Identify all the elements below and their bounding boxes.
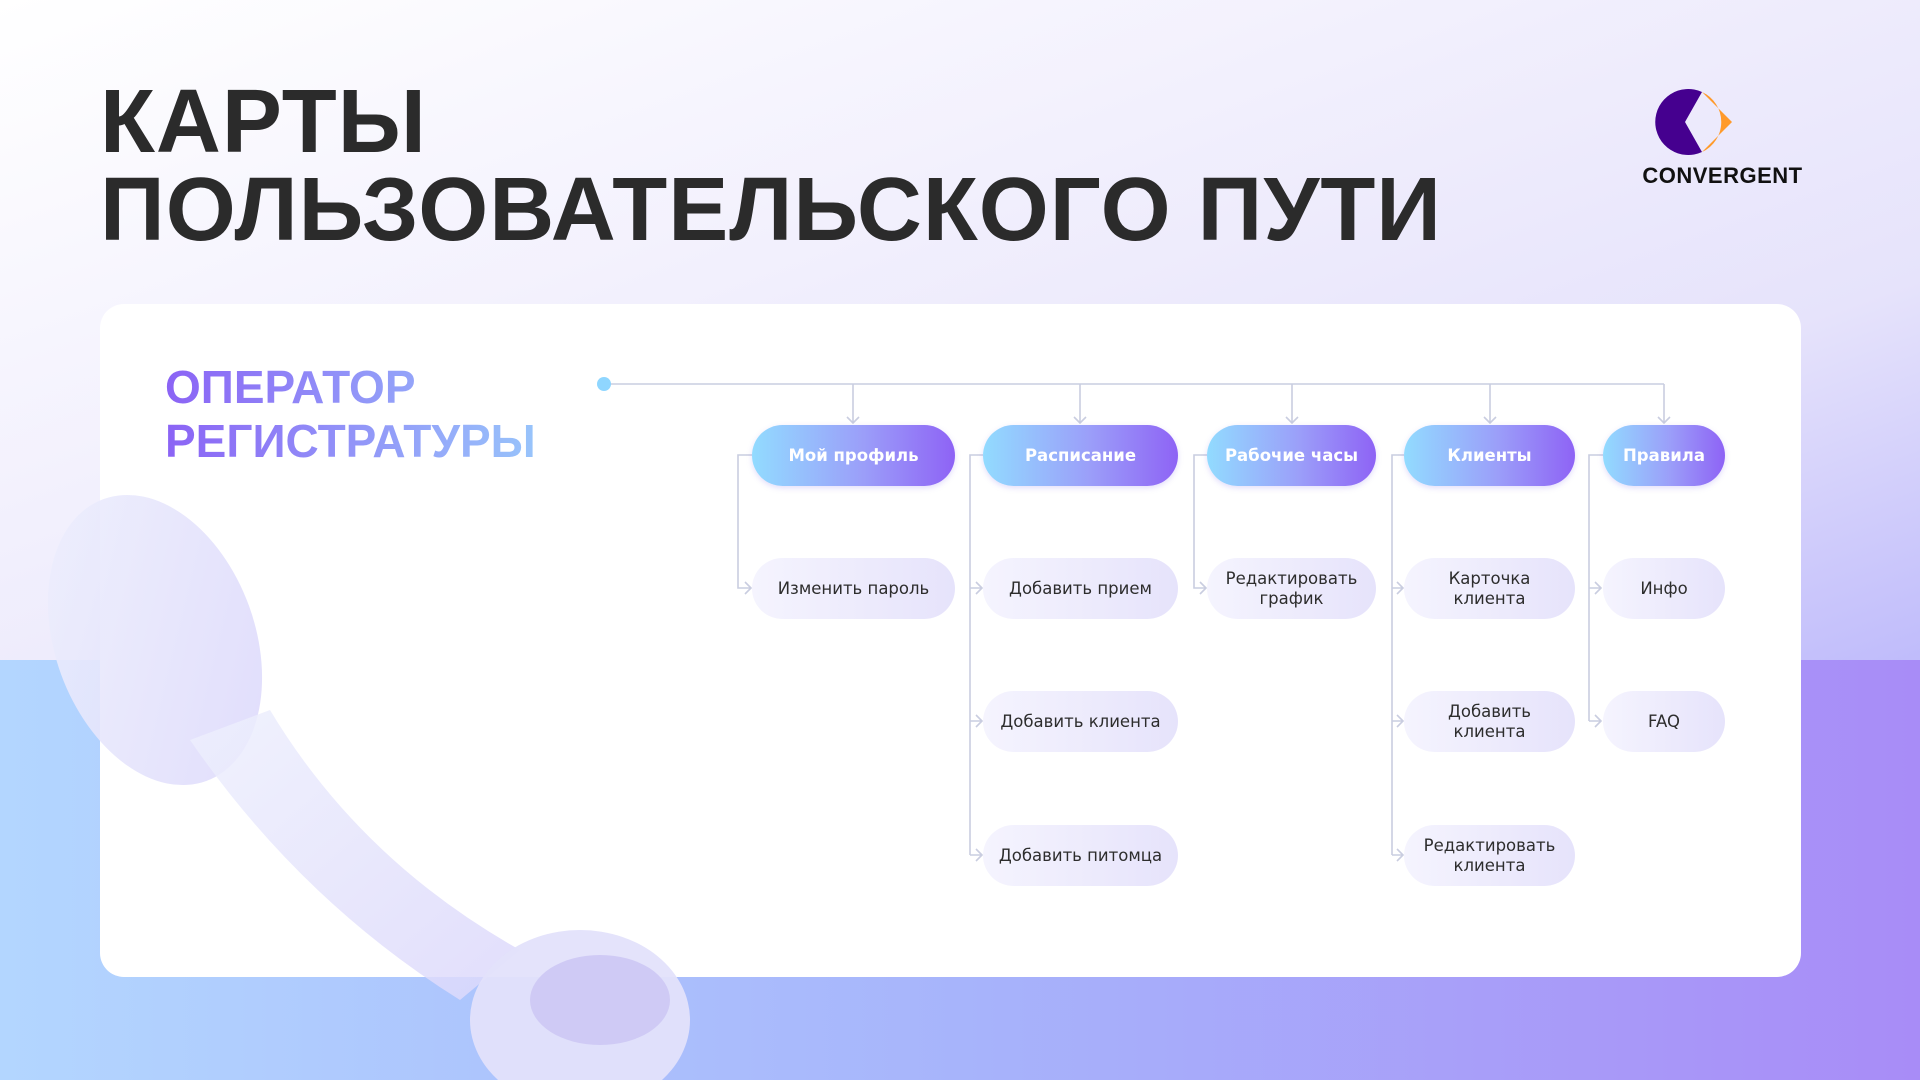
node-info[interactable]: Инфо bbox=[1603, 558, 1725, 619]
node-change-password[interactable]: Изменить пароль bbox=[752, 558, 955, 619]
node-add-appointment[interactable]: Добавить прием bbox=[983, 558, 1178, 619]
title-line: ПОЛЬЗОВАТЕЛЬСКОГО ПУТИ bbox=[100, 160, 1442, 260]
node-working-hours[interactable]: Рабочие часы bbox=[1207, 425, 1376, 486]
node-add-client[interactable]: Добавить клиента bbox=[1404, 691, 1575, 752]
root-node-dot bbox=[597, 377, 611, 391]
node-client-card[interactable]: Карточка клиента bbox=[1404, 558, 1575, 619]
page-title: КАРТЫ ПОЛЬЗОВАТЕЛЬСКОГО ПУТИ bbox=[100, 72, 1442, 260]
node-schedule[interactable]: Расписание bbox=[983, 425, 1178, 486]
node-edit-client[interactable]: Редактировать клиента bbox=[1404, 825, 1575, 886]
node-edit-schedule[interactable]: Редактировать график bbox=[1207, 558, 1376, 619]
node-add-client[interactable]: Добавить клиента bbox=[983, 691, 1178, 752]
node-rules[interactable]: Правила bbox=[1603, 425, 1725, 486]
title-line: КАРТЫ bbox=[100, 72, 427, 172]
node-my-profile[interactable]: Мой профиль bbox=[752, 425, 955, 486]
node-faq[interactable]: FAQ bbox=[1603, 691, 1725, 752]
convergent-logo-icon bbox=[1655, 89, 1732, 155]
node-add-pet[interactable]: Добавить питомца bbox=[983, 825, 1178, 886]
node-clients[interactable]: Клиенты bbox=[1404, 425, 1575, 486]
logo-text: CONVERGENT bbox=[1642, 163, 1803, 188]
telephone-handset-icon bbox=[47, 494, 690, 1080]
